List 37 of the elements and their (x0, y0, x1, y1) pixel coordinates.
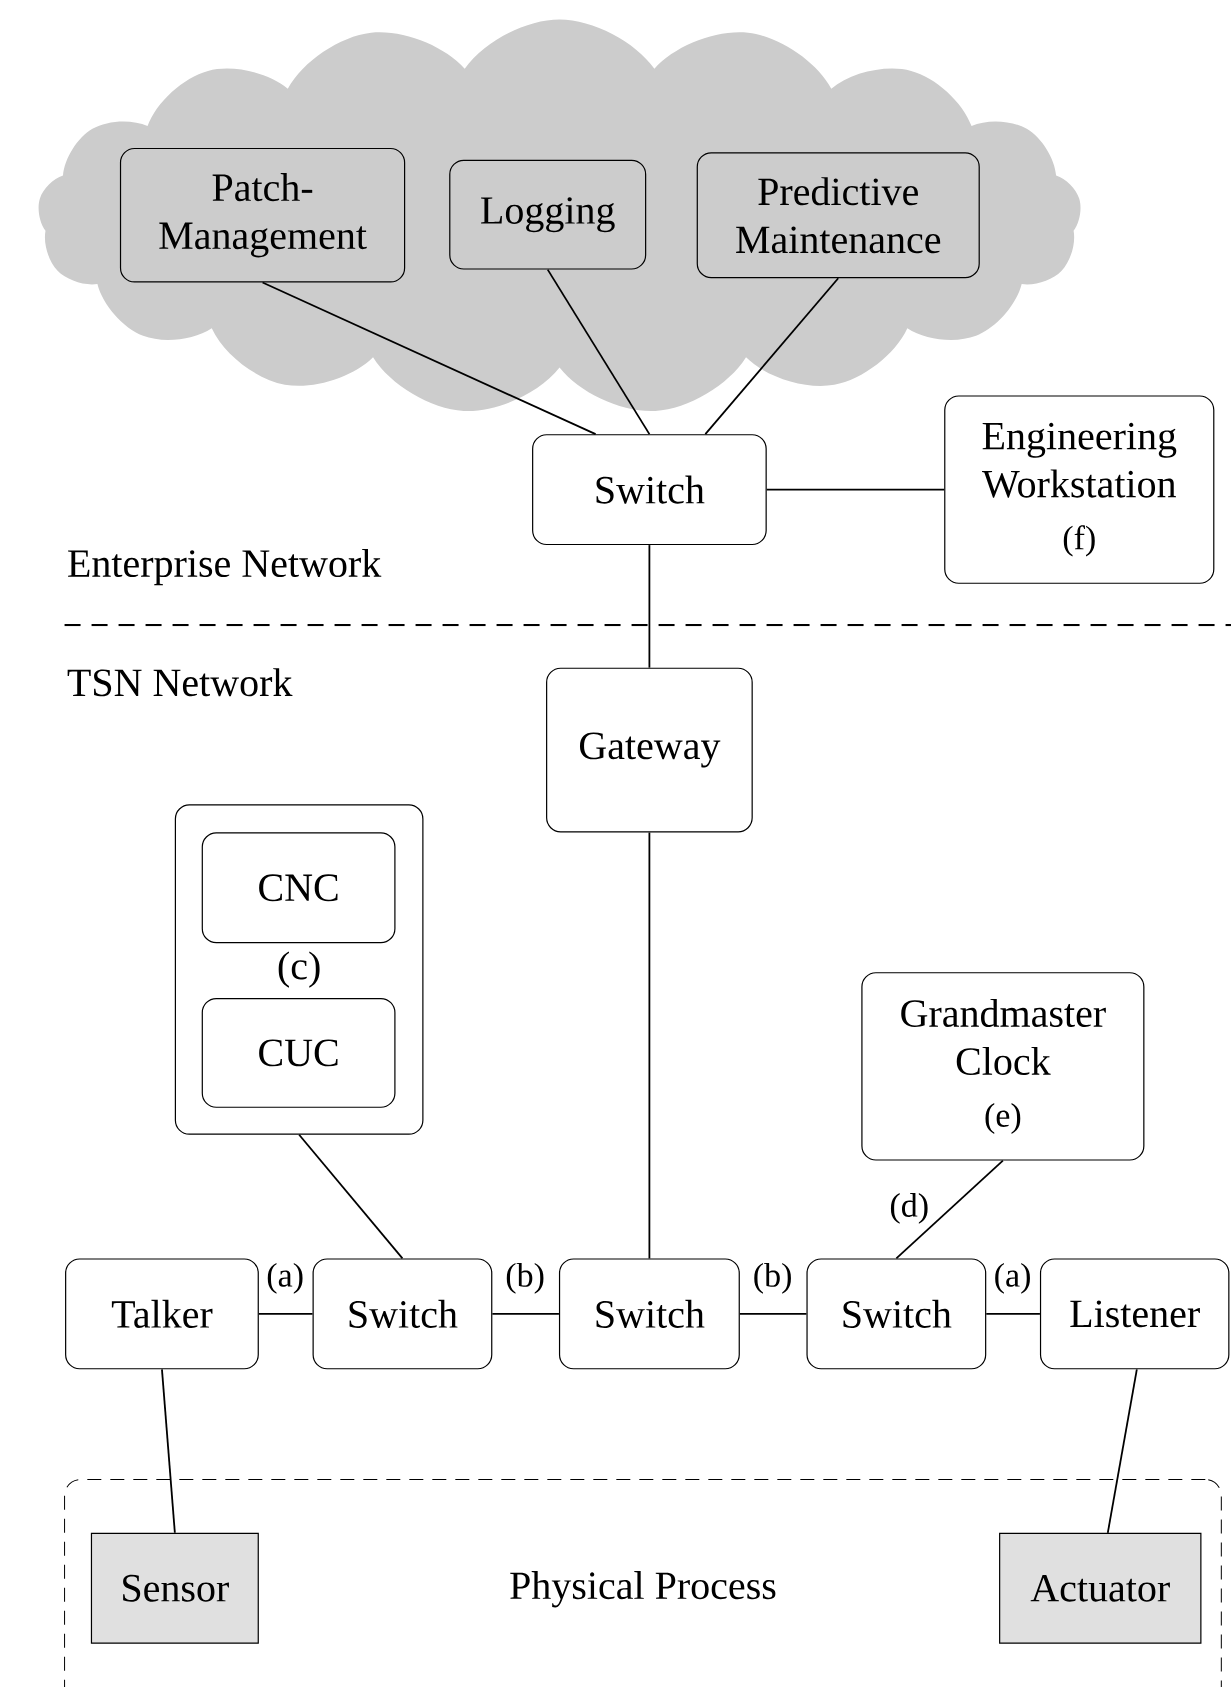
connector-line (261, 281, 597, 436)
device-box: Sensor (90, 1532, 259, 1644)
service-box: Logging (449, 159, 647, 270)
device-box: Switch (558, 1258, 740, 1370)
device-box: Switch (806, 1258, 987, 1370)
connector-line (648, 544, 651, 669)
connector-line (648, 831, 651, 1260)
edge-label: (a) (265, 1261, 305, 1295)
device-box: Switch (532, 434, 767, 546)
device-box: Gateway (546, 667, 753, 833)
device-box: Grandmaster Clock (e) (861, 972, 1145, 1161)
device-box: CNC (201, 832, 396, 944)
connector-line (738, 1312, 808, 1315)
edge-label: (a) (992, 1261, 1033, 1295)
section-label: Enterprise Network (68, 548, 382, 586)
connector-line (257, 1312, 314, 1315)
connector-line (161, 1368, 176, 1534)
connector-line (298, 1133, 404, 1260)
edge-label: (b) (504, 1261, 546, 1295)
service-box: Patch-Management (119, 147, 406, 283)
device-box: Engineering Workstation (f) (944, 395, 1215, 584)
device-box: Listener (1039, 1258, 1230, 1370)
device-box: Talker (65, 1258, 259, 1370)
service-box: Predictive Maintenance (696, 152, 980, 279)
connector-line (704, 277, 840, 436)
connector-line (546, 268, 651, 436)
edge-label: (d) (888, 1192, 931, 1225)
connector-line (491, 1312, 560, 1315)
connector-line (895, 1159, 1004, 1260)
connector-line (985, 1312, 1041, 1315)
section-label: TSN Network (67, 668, 293, 697)
device-box: CUC (201, 998, 396, 1108)
connector-line (765, 488, 946, 491)
device-box: Switch (312, 1258, 493, 1370)
device-box: Actuator (999, 1532, 1202, 1644)
edge-label: (b) (751, 1261, 794, 1295)
connector-line (1106, 1368, 1138, 1534)
